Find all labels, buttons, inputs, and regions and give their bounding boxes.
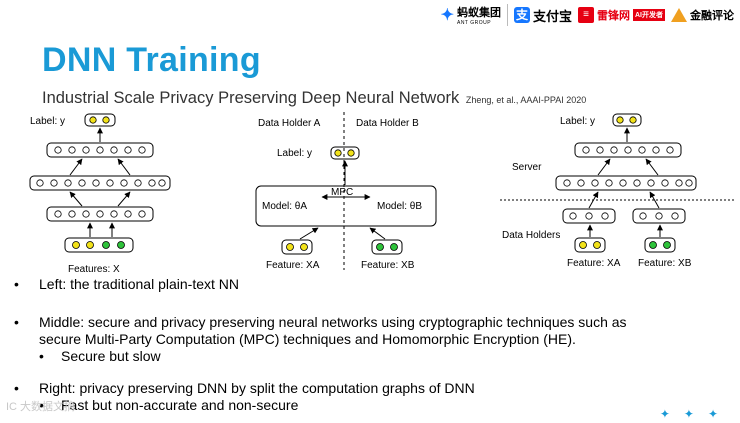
bullet-text: Fast but non-accurate and non-secure — [61, 397, 299, 413]
ant-group-cn-text: 蚂蚁集团 — [456, 7, 501, 19]
left-features-text: Features: X — [68, 264, 120, 275]
leifeng-icon: ≡ — [578, 7, 594, 23]
bullet-text: Left: the traditional plain-text NN — [39, 276, 239, 292]
leifeng-logo: ≡ 雷锋网 AI开发者 — [578, 7, 665, 23]
right-feature-b-text: Feature: XB — [638, 258, 692, 269]
model-a-text: Model: θA — [262, 201, 307, 212]
bullet-text: Secure but slow — [61, 348, 161, 364]
leifeng-tag: AI开发者 — [633, 9, 665, 21]
header-logos: ✦ 蚂蚁集团 ANT GROUP 支 支付宝 ≡ 雷锋网 AI开发者 金融评论 — [441, 4, 734, 26]
leifeng-text: 雷锋网 — [597, 10, 630, 22]
page-subtitle: Industrial Scale Privacy Preserving Deep… — [42, 89, 586, 108]
subtitle-text: Industrial Scale Privacy Preserving Deep… — [42, 89, 460, 107]
left-plaintext-nn — [29, 113, 171, 253]
bullet-text: Middle: secure and privacy preserving ne… — [39, 314, 627, 330]
dnn-diagrams: Label: y Features: X Data Holder A Data … — [29, 112, 735, 275]
bullet-text: Right: privacy preserving DNN by split t… — [39, 380, 475, 396]
server-text: Server — [512, 162, 542, 173]
data-holder-b-text: Data Holder B — [356, 118, 419, 129]
jinrong-logo: 金融评论 — [671, 7, 734, 23]
alipay-text: 支付宝 — [532, 8, 572, 24]
bullet-text: secure Multi-Party Computation (MPC) tec… — [39, 331, 576, 347]
watermark: IC 大数据文摘 — [6, 401, 76, 413]
middle-label-text: Label: y — [277, 148, 312, 159]
middle-feature-a-text: Feature: XA — [266, 260, 320, 271]
left-label-text: Label: y — [30, 116, 65, 127]
jinrong-icon — [671, 8, 687, 22]
right-split-nn — [500, 113, 735, 253]
model-b-text: Model: θB — [377, 201, 422, 212]
logo-divider — [506, 4, 508, 26]
ant-group-en-text: ANT GROUP — [456, 20, 492, 26]
page-title: DNN Training — [42, 41, 261, 79]
mpc-text: MPC — [331, 187, 353, 198]
right-feature-a-text: Feature: XA — [567, 258, 621, 269]
alipay-icon: 支 — [513, 7, 530, 23]
ant-group-logo: ✦ 蚂蚁集团 ANT GROUP — [441, 4, 501, 26]
ant-footer-icons: ✦✦✦ — [659, 407, 732, 421]
alipay-logo: 支 支付宝 — [513, 6, 572, 25]
citation: Zheng, et al., AAAI-PPAI 2020 — [465, 95, 587, 105]
data-holder-a-text: Data Holder A — [258, 118, 321, 129]
right-label-text: Label: y — [560, 116, 595, 127]
data-holders-text: Data Holders — [502, 230, 560, 241]
middle-mpc-nn — [255, 112, 437, 270]
ant-icon: ✦ — [440, 7, 454, 24]
middle-feature-b-text: Feature: XB — [361, 260, 415, 271]
jinrong-text: 金融评论 — [690, 10, 734, 22]
